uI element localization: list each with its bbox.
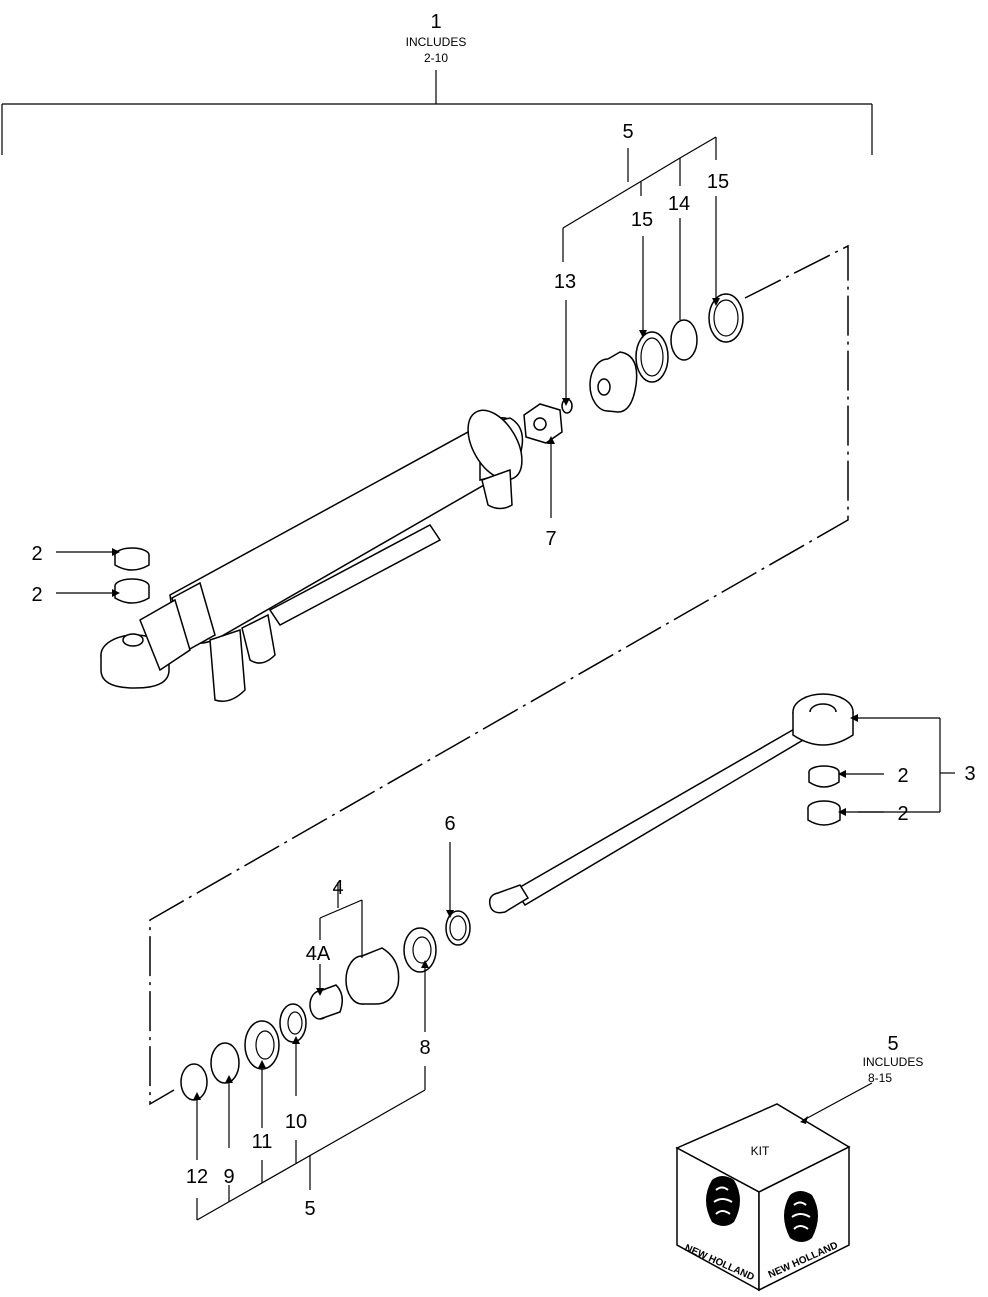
callout-1: 1 <box>430 11 441 33</box>
callout-13: 13 <box>554 271 576 293</box>
bushing-top-1 <box>114 547 150 571</box>
callout-3: 3 <box>964 763 975 785</box>
callout-4: 4 <box>332 877 343 899</box>
bracket-item-5-top <box>562 136 717 262</box>
callout-2-a: 2 <box>31 543 42 565</box>
callout-5-bottom: 5 <box>304 1198 315 1220</box>
nut-7 <box>523 403 563 444</box>
wiper-10 <box>279 1003 307 1096</box>
seal-8 <box>403 927 437 1032</box>
snap-ring-6 <box>445 842 471 946</box>
bracket-item-5-bottom <box>196 1066 426 1221</box>
callout-10: 10 <box>285 1111 307 1133</box>
new-holland-logo-left <box>706 1176 740 1226</box>
piston <box>589 351 638 413</box>
callout-2-b: 2 <box>31 584 42 606</box>
seal-11 <box>244 1020 280 1128</box>
kit-label: KIT <box>751 1144 770 1158</box>
callout-12: 12 <box>186 1166 208 1188</box>
callout-8: 8 <box>419 1037 430 1059</box>
callout-5-top: 5 <box>622 121 633 143</box>
bushing-right-1 <box>808 765 840 788</box>
bracket-item-3 <box>842 717 955 813</box>
callout-5-kit-range: 8-15 <box>868 1071 892 1085</box>
callout-15-b: 15 <box>707 171 729 193</box>
arrows <box>112 298 858 1124</box>
callout-1-includes: INCLUDES <box>406 35 467 49</box>
phantom-lines <box>149 244 849 1106</box>
ring-9 <box>210 1042 240 1148</box>
callout-6: 6 <box>444 813 455 835</box>
bushing-4a <box>309 964 343 1020</box>
ring-14 <box>670 319 698 361</box>
cylinder-barrel <box>100 409 524 702</box>
bushing-top-2 <box>114 578 150 604</box>
ring-12 <box>180 1063 208 1160</box>
callout-2-d: 2 <box>897 803 908 825</box>
new-holland-logo-right <box>784 1191 818 1242</box>
callout-11: 11 <box>252 1131 273 1153</box>
kit-box <box>675 1082 873 1292</box>
bushing-right-2 <box>807 800 841 826</box>
callout-14: 14 <box>668 193 690 215</box>
callout-5-kit-includes: INCLUDES <box>863 1055 924 1069</box>
callout-4a: 4A <box>306 943 331 965</box>
callout-1-range: 2-10 <box>424 51 448 65</box>
callout-9: 9 <box>223 1166 234 1188</box>
bracket-item-1 <box>1 70 873 155</box>
callout-15-a: 15 <box>631 209 653 231</box>
callout-5-kit: 5 <box>887 1033 898 1055</box>
leader-lines-top <box>56 196 717 594</box>
piston-rod <box>488 693 854 914</box>
callout-7: 7 <box>545 528 556 550</box>
gland-4 <box>319 882 400 1005</box>
callout-2-c: 2 <box>897 765 908 787</box>
